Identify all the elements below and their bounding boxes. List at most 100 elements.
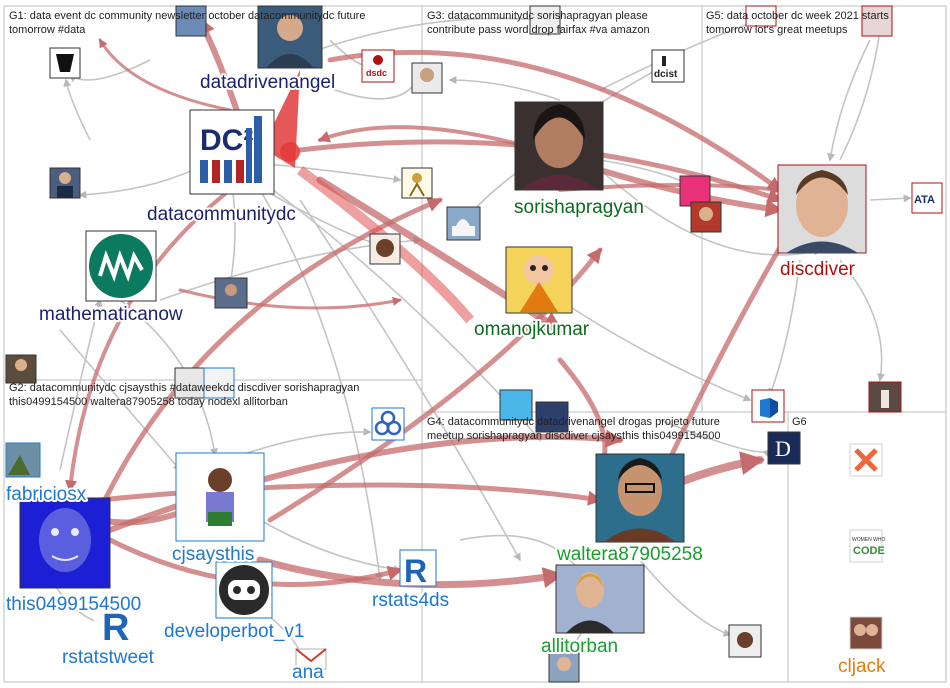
- group-title-g5: G5: data october dc week 2021 starts: [706, 10, 889, 22]
- avatar-rstats4ds[interactable]: R: [399, 549, 437, 589]
- node-label-datacommunitydc[interactable]: datacommunitydc: [145, 202, 298, 227]
- node-label-fabriciosx[interactable]: fabriciosx: [4, 482, 89, 507]
- avatar-user-small[interactable]: [529, 5, 561, 35]
- avatar-d-logo[interactable]: D: [767, 431, 801, 465]
- edge: [259, 519, 402, 574]
- group-title-g3-line2: contribute pass word drop fairfax #va am…: [427, 24, 650, 36]
- nodes: DC² dsdc: [5, 5, 943, 683]
- avatar-user-small[interactable]: [745, 5, 777, 27]
- avatar-user-small[interactable]: [5, 354, 37, 384]
- dcist-logo-text: dcist: [654, 69, 678, 80]
- node-label-datadrivenangel[interactable]: datadrivenangel: [198, 70, 337, 95]
- node-label-ana[interactable]: ana: [290, 660, 326, 685]
- edge: [839, 28, 884, 161]
- avatar-user-small[interactable]: [548, 651, 580, 683]
- avatar-datadrivenangel[interactable]: [257, 5, 323, 69]
- node-label-cljack[interactable]: cljack: [836, 654, 888, 679]
- ata-logo-text: ATA: [914, 194, 935, 206]
- avatar-ana[interactable]: [295, 648, 327, 670]
- edge: [98, 38, 232, 112]
- group-title-g2-line2: this0499154500 waltera87905258 today nod…: [9, 396, 288, 408]
- avatar-user-small[interactable]: [411, 62, 443, 94]
- edge: [768, 259, 801, 397]
- avatar-user-small[interactable]: [679, 175, 711, 207]
- avatar-user-small[interactable]: [535, 401, 569, 433]
- avatar-user-small[interactable]: [849, 443, 883, 477]
- group-title-g3: G3: datacommunitydc sorishapragyan pleas…: [427, 10, 648, 22]
- edge: [317, 125, 542, 152]
- avatar-user-small[interactable]: [401, 167, 433, 199]
- avatar-user-small[interactable]: [49, 167, 81, 199]
- avatar-cjsaysthis[interactable]: [175, 452, 265, 542]
- group-title-g4: G4: datacommunitydc datadrivenangel drog…: [427, 416, 720, 428]
- avatar-fabriciosx[interactable]: [5, 442, 41, 478]
- avatar-user-small[interactable]: [214, 277, 248, 309]
- avatar-this0499154500[interactable]: [19, 497, 111, 589]
- node-label-mathematicanow[interactable]: mathematicanow: [37, 302, 185, 327]
- avatar-mathematicanow[interactable]: [85, 230, 157, 302]
- avatar-user-small[interactable]: [868, 381, 902, 413]
- node-label-this0499154500[interactable]: this0499154500: [4, 592, 143, 617]
- edge: [599, 18, 762, 91]
- edge: [296, 166, 474, 324]
- node-label-developerbot-v1[interactable]: developerbot_v1: [162, 619, 307, 644]
- avatar-dc-data-logo[interactable]: [49, 47, 81, 79]
- node-label-omanojkumar[interactable]: omanojkumar: [472, 317, 592, 342]
- code-logo-line1: WOMEN WHO: [852, 537, 885, 543]
- group-title-g5-line2: tomorrow lot's great meetups: [706, 24, 848, 36]
- edge: [97, 482, 603, 506]
- group-box-g6: [787, 411, 947, 683]
- avatar-ata[interactable]: ATA: [911, 182, 943, 214]
- d-logo-text: D: [775, 436, 791, 461]
- avatar-user-small[interactable]: [203, 367, 235, 399]
- group-title-g6: G6: [792, 416, 807, 428]
- edge: [289, 15, 542, 61]
- r-logo-text: R: [102, 607, 129, 649]
- avatar-dcist[interactable]: dcist: [651, 49, 685, 83]
- group-title-g1: G1: data event dc community newsletter o…: [9, 10, 365, 22]
- node-label-discdiver[interactable]: discdiver: [778, 257, 858, 282]
- group-title-g1-line2: tomorrow #data: [9, 24, 86, 36]
- node-label-rstatstweet[interactable]: rstatstweet: [60, 645, 157, 670]
- dc2-logo-text: DC²: [200, 124, 253, 157]
- avatar-discdiver[interactable]: [777, 164, 867, 254]
- avatar-allitorban[interactable]: [555, 564, 645, 634]
- edge: [65, 188, 232, 493]
- avatar-user-small[interactable]: [174, 367, 206, 399]
- r-logo-text: R: [404, 553, 427, 589]
- node-label-cjsaysthis[interactable]: cjsaysthis: [170, 542, 256, 567]
- avatar-capitol[interactable]: [446, 206, 481, 241]
- group-title-g2: G2: datacommunitydc cjsaysthis #dataweek…: [9, 382, 359, 394]
- node-label-sorishapragyan[interactable]: sorishapragyan: [512, 195, 646, 220]
- avatar-sorishapragyan[interactable]: [514, 101, 604, 191]
- avatar-user-small[interactable]: [369, 233, 401, 265]
- avatar-waltera87905258[interactable]: [595, 453, 685, 543]
- edge: [839, 259, 885, 382]
- node-label-allitorban[interactable]: allitorban: [539, 634, 620, 659]
- avatar-dsdc[interactable]: dsdc: [361, 49, 395, 83]
- avatar-nodexl-logo[interactable]: [371, 407, 405, 441]
- edge: [639, 559, 732, 637]
- node-label-waltera87905258[interactable]: waltera87905258: [554, 542, 705, 567]
- avatar-user-small[interactable]: [175, 5, 207, 37]
- avatar-women-who-code[interactable]: WOMEN WHO CODE: [849, 529, 885, 563]
- edge: [178, 288, 402, 310]
- edge: [559, 299, 752, 402]
- avatar-datacommunitydc[interactable]: DC²: [189, 109, 275, 195]
- avatar-user-small[interactable]: [861, 5, 893, 37]
- avatar-user-small[interactable]: [690, 201, 722, 233]
- edge: [259, 189, 384, 582]
- avatar-rstatstweet[interactable]: R: [94, 605, 138, 649]
- avatar-user-small[interactable]: [499, 389, 533, 421]
- avatar-developerbot[interactable]: [215, 561, 273, 619]
- avatar-user-small[interactable]: [751, 389, 785, 423]
- node-label-rstats4ds[interactable]: rstats4ds: [370, 588, 451, 613]
- avatar-cljack[interactable]: [849, 616, 883, 650]
- edge: [63, 78, 91, 141]
- avatar-omanojkumar[interactable]: [505, 246, 573, 314]
- edge: [299, 199, 521, 562]
- edge: [869, 194, 912, 203]
- avatar-user-small[interactable]: [728, 624, 762, 658]
- dsdc-logo-text: dsdc: [366, 68, 387, 78]
